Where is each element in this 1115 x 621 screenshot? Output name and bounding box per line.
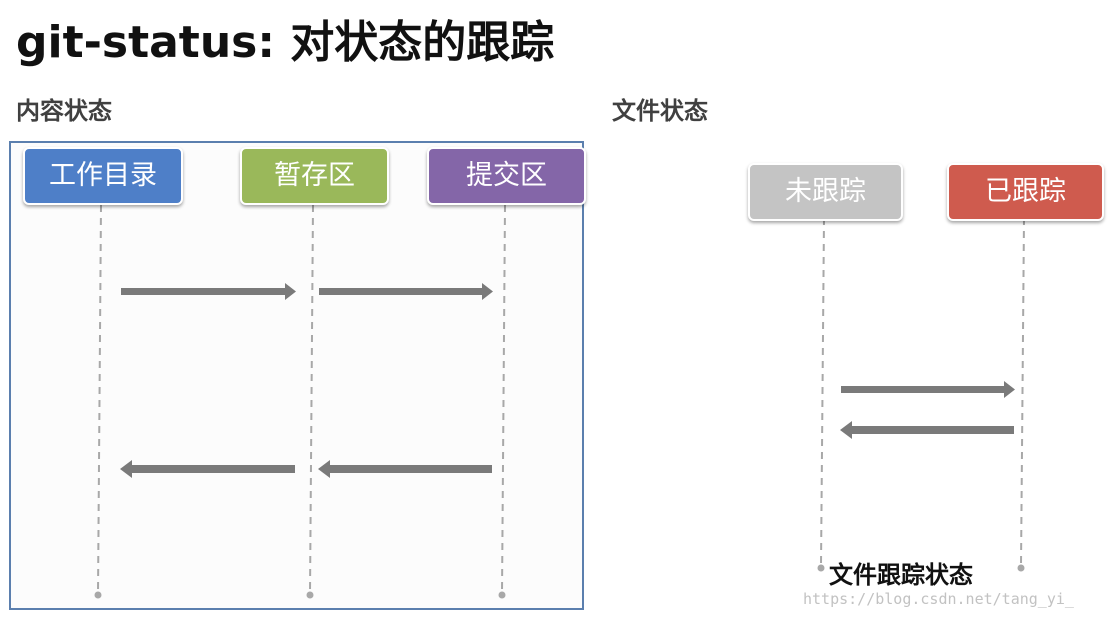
watermark: https://blog.csdn.net/tang_yi_ [803, 590, 1074, 608]
stage-staging-area: 暂存区 [240, 147, 389, 205]
page-title: git-status: 对状态的跟踪 [16, 17, 555, 68]
lifeline-untracked [820, 217, 825, 567]
lifeline-end-working-dir [94, 591, 102, 599]
arrow-working-to-staging [121, 283, 296, 300]
lifeline-end-untracked [817, 564, 825, 572]
arrow-staging-to-working [120, 460, 295, 478]
stage-untracked: 未跟踪 [748, 163, 903, 221]
file-state-label: 文件状态 [612, 97, 708, 125]
stage-working-directory: 工作目录 [23, 147, 183, 205]
lifeline-end-tracked [1017, 564, 1025, 572]
arrow-untracked-to-tracked [841, 381, 1015, 398]
stage-tracked: 已跟踪 [947, 163, 1104, 221]
content-state-label: 内容状态 [16, 97, 112, 125]
stage-commit-area: 提交区 [427, 147, 586, 205]
arrow-tracked-to-untracked [840, 421, 1014, 439]
lifeline-end-staging [306, 591, 314, 599]
content-state-panel [9, 141, 584, 610]
file-tracking-caption: 文件跟踪状态 [829, 561, 973, 589]
lifeline-end-commit [498, 591, 506, 599]
arrow-commit-to-staging [318, 460, 492, 478]
lifeline-commit [501, 204, 506, 594]
lifeline-tracked [1020, 217, 1025, 567]
lifeline-staging [309, 204, 314, 594]
lifeline-working-dir [97, 204, 102, 594]
arrow-staging-to-commit [319, 283, 493, 300]
